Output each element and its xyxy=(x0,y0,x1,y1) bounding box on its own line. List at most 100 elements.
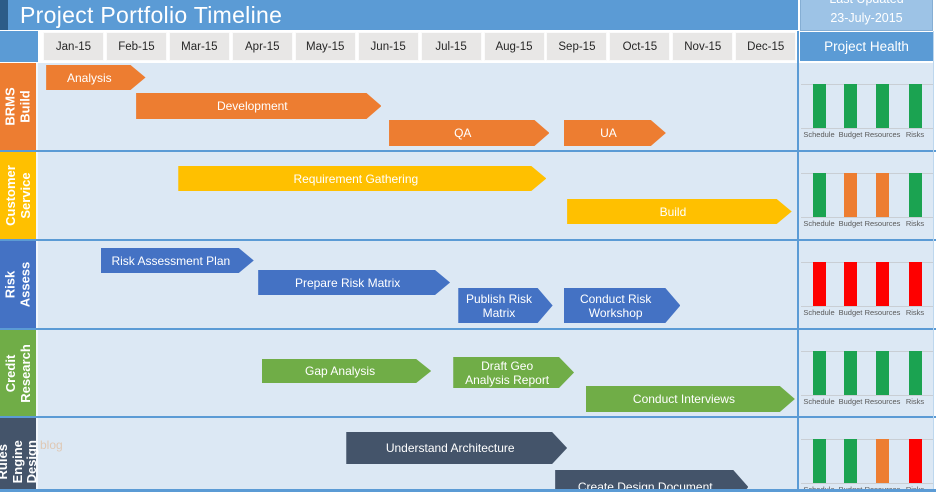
health-bar-credit-research-resources xyxy=(876,351,889,395)
health-chart-top-gridline xyxy=(801,173,933,174)
health-bar-brms-build-risks xyxy=(908,84,922,128)
row-label-text: BRMS Build xyxy=(2,87,33,126)
month-header-nov-15: Nov-15 xyxy=(672,32,734,61)
task-bar-analysis[interactable]: Analysis xyxy=(46,65,145,90)
task-bar-ua[interactable]: UA xyxy=(564,120,666,146)
row-divider xyxy=(0,328,936,330)
task-bar-build[interactable]: Build xyxy=(567,199,792,224)
health-metric-label: Schedule xyxy=(803,397,835,406)
row-label-text: Credit Research xyxy=(2,343,33,403)
health-chart-baseline xyxy=(801,217,933,218)
header-corner-cell xyxy=(0,31,38,62)
health-bar-customer-service-budget xyxy=(844,173,857,217)
health-chart-baseline xyxy=(801,483,933,484)
health-bar-rules-engine-design-resources xyxy=(876,439,889,483)
health-bar-brms-build-resources xyxy=(876,84,889,128)
task-bar-publish-risk-matrix[interactable]: Publish Risk Matrix xyxy=(458,288,552,323)
row-label-text: Rules Engine Design xyxy=(0,439,40,484)
health-metric-label: Risks xyxy=(905,308,925,317)
task-bar-conduct-risk-workshop[interactable]: Conduct Risk Workshop xyxy=(564,288,680,323)
health-bar-customer-service-schedule xyxy=(812,173,826,217)
health-metric-label: Risks xyxy=(893,485,936,492)
health-bar-rules-engine-design-risks xyxy=(908,439,922,483)
health-chart-baseline xyxy=(801,306,933,307)
month-header-mar-15: Mar-15 xyxy=(168,32,230,61)
health-metric-label: Risks xyxy=(905,219,925,228)
health-chart-top-gridline xyxy=(801,351,933,352)
health-bar-risk-assess-budget xyxy=(844,262,857,306)
bottom-border xyxy=(0,489,936,492)
health-bar-risk-assess-resources xyxy=(876,262,889,306)
health-metric-label: Budget xyxy=(838,397,863,406)
project-health-header: Project Health xyxy=(800,32,933,61)
health-chart-baseline xyxy=(801,395,933,396)
month-header-feb-15: Feb-15 xyxy=(105,32,167,61)
task-bar-draft-geo-analysis-report[interactable]: Draft Geo Analysis Report xyxy=(453,357,574,388)
month-header-jul-15: Jul-15 xyxy=(420,32,482,61)
health-metric-label: Budget xyxy=(838,308,863,317)
right-edge-border xyxy=(933,31,934,492)
row-label-brms-build: BRMS Build xyxy=(0,63,38,150)
month-header-apr-15: Apr-15 xyxy=(231,32,293,61)
month-header-jan-15: Jan-15 xyxy=(43,32,104,61)
health-metric-label: Budget xyxy=(838,219,863,228)
health-metric-label: Schedule xyxy=(797,485,841,492)
health-bar-customer-service-resources xyxy=(876,173,889,217)
health-bar-brms-build-budget xyxy=(844,84,857,128)
task-bar-requirement-gathering[interactable]: Requirement Gathering xyxy=(178,166,546,191)
task-bar-development[interactable]: Development xyxy=(136,93,381,119)
health-chart-top-gridline xyxy=(801,439,933,440)
task-bar-conduct-interviews[interactable]: Conduct Interviews xyxy=(586,386,795,412)
health-bar-risk-assess-schedule xyxy=(812,262,826,306)
task-bar-understand-architecture[interactable]: Understand Architecture xyxy=(346,432,567,464)
health-metric-label: Resources xyxy=(864,308,901,317)
row-divider xyxy=(0,239,936,241)
health-metric-label: Schedule xyxy=(803,130,835,139)
row-label-customer-service: Customer Service xyxy=(0,152,38,239)
row-divider xyxy=(0,416,936,418)
watermark: blog xyxy=(40,438,63,452)
title-banner xyxy=(0,0,798,30)
row-label-risk-assess: Risk Assess xyxy=(0,241,38,328)
health-bar-risk-assess-risks xyxy=(908,262,922,306)
row-label-text: Customer Service xyxy=(2,165,33,226)
health-chart-top-gridline xyxy=(801,262,933,263)
last-updated-box: Last Updated 23-July-2015 xyxy=(800,0,933,31)
health-metric-label: Resources xyxy=(864,130,901,139)
row-divider xyxy=(0,150,936,152)
health-bar-credit-research-risks xyxy=(908,351,922,395)
health-metric-label: Risks xyxy=(905,130,925,139)
health-chart-baseline xyxy=(801,128,933,129)
health-metric-label: Resources xyxy=(861,485,905,492)
health-metric-label: Risks xyxy=(905,397,925,406)
row-label-rules-engine-design: Rules Engine Design xyxy=(0,418,40,492)
health-chart-top-gridline xyxy=(801,84,933,85)
last-updated-date: 23-July-2015 xyxy=(830,11,903,25)
month-header-oct-15: Oct-15 xyxy=(609,32,671,61)
last-updated-label: Last Updated xyxy=(801,0,932,9)
month-header-dec-15: Dec-15 xyxy=(735,32,797,61)
row-label-credit-research: Credit Research xyxy=(0,330,38,416)
month-header-jun-15: Jun-15 xyxy=(357,32,419,61)
page-title: Project Portfolio Timeline xyxy=(20,2,283,28)
month-header-may-15: May-15 xyxy=(294,32,356,61)
health-metric-label: Budget xyxy=(829,485,873,492)
health-bar-customer-service-risks xyxy=(908,173,922,217)
row-label-text: Risk Assess xyxy=(2,261,33,308)
health-metric-label: Schedule xyxy=(803,308,835,317)
task-bar-risk-assessment-plan[interactable]: Risk Assessment Plan xyxy=(101,248,254,273)
health-metric-label: Schedule xyxy=(803,219,835,228)
month-header-aug-15: Aug-15 xyxy=(483,32,545,61)
health-bar-rules-engine-design-budget xyxy=(844,439,857,483)
health-bar-brms-build-schedule xyxy=(812,84,826,128)
task-bar-prepare-risk-matrix[interactable]: Prepare Risk Matrix xyxy=(258,270,450,295)
health-metric-label: Resources xyxy=(864,397,901,406)
health-bar-credit-research-schedule xyxy=(812,351,826,395)
month-header-sep-15: Sep-15 xyxy=(546,32,608,61)
health-metric-label: Budget xyxy=(838,130,863,139)
task-bar-qa[interactable]: QA xyxy=(389,120,549,146)
task-bar-gap-analysis[interactable]: Gap Analysis xyxy=(262,359,431,383)
health-bar-rules-engine-design-schedule xyxy=(812,439,826,483)
health-column-divider xyxy=(797,31,799,492)
